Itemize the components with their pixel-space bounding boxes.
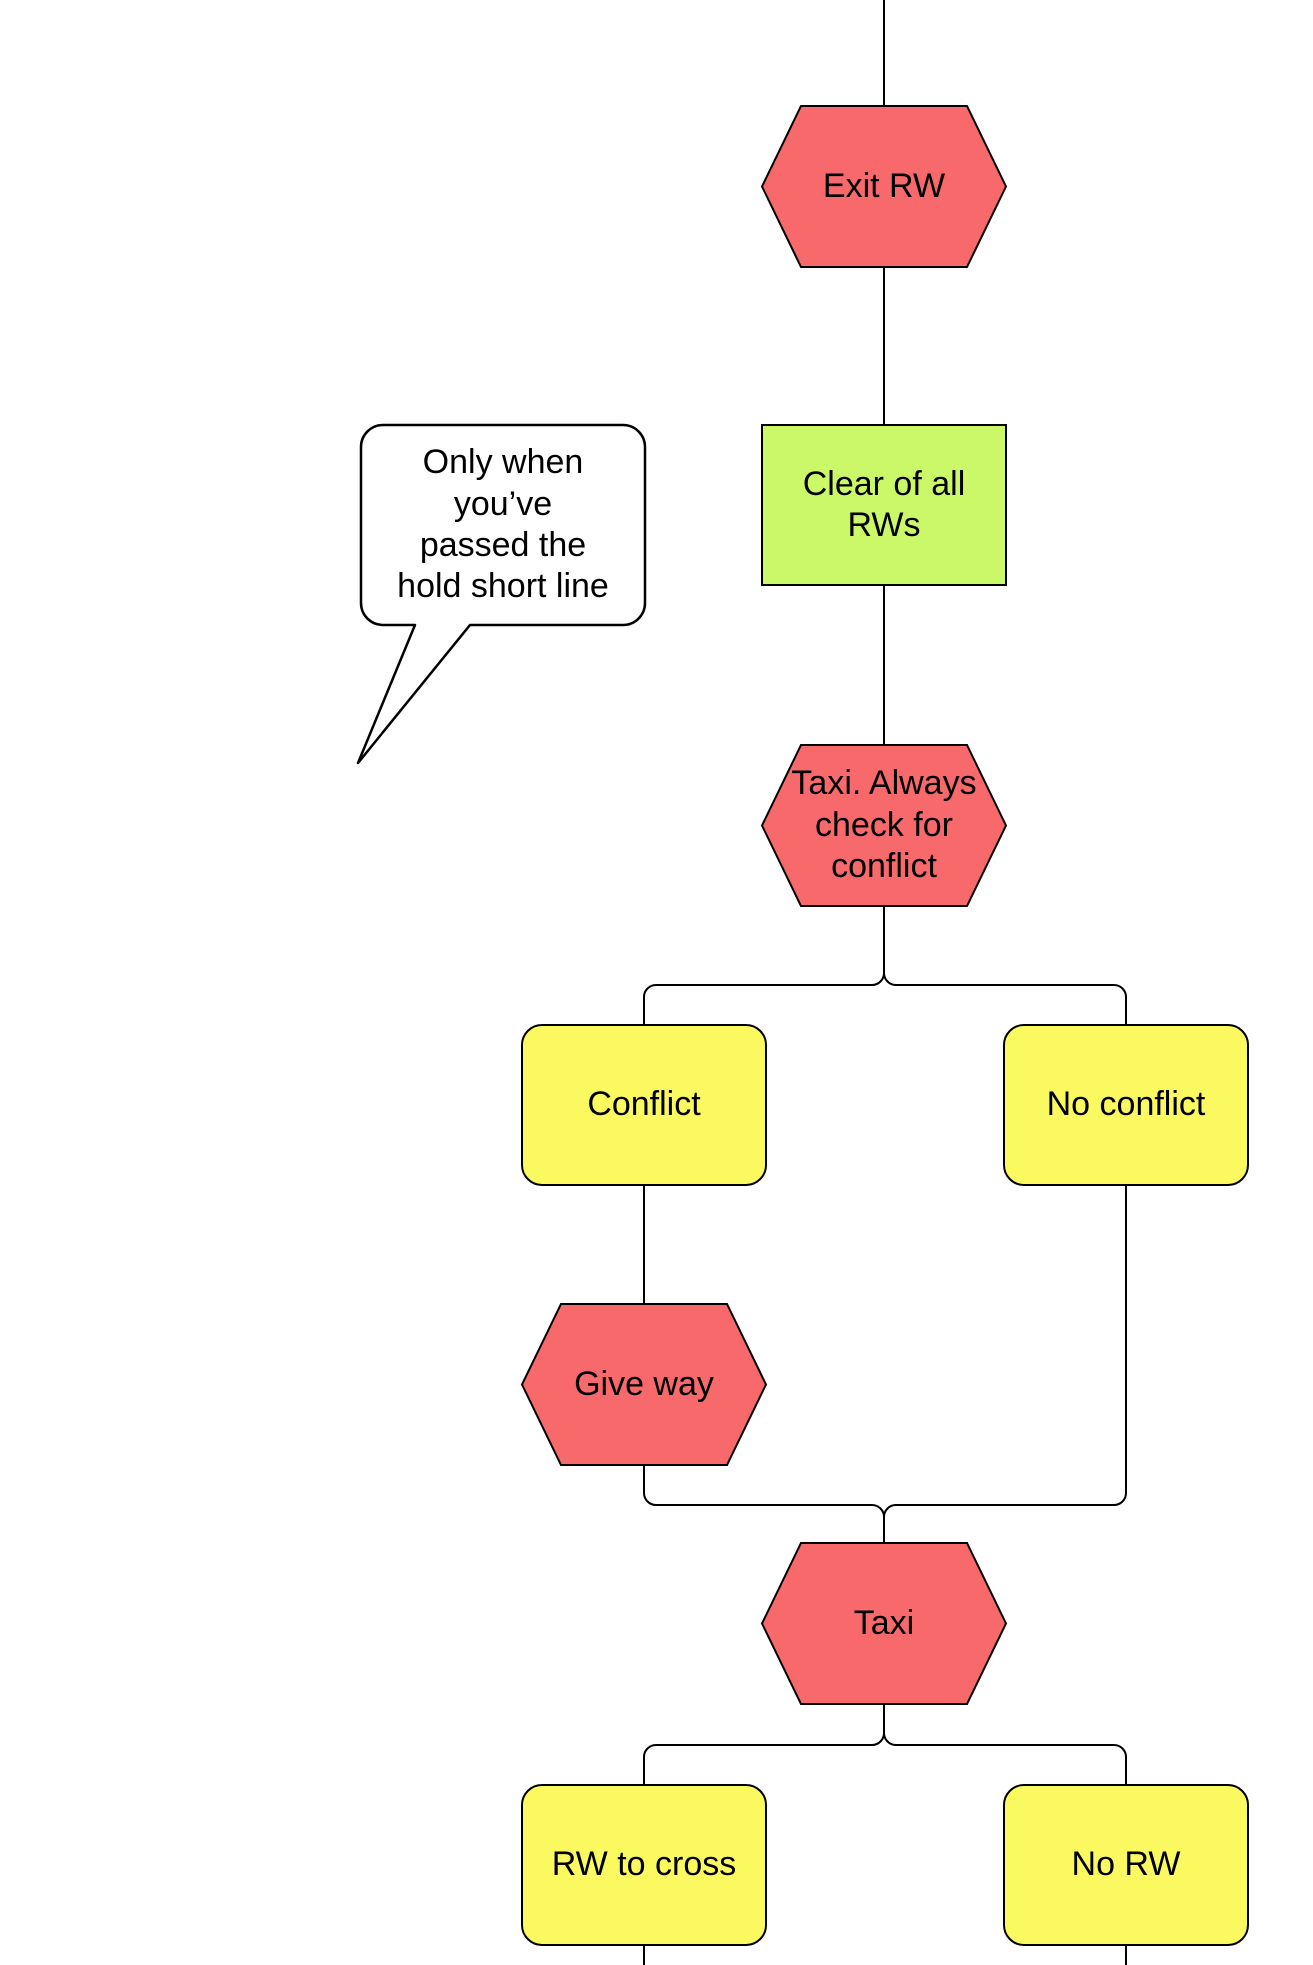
connector-taxi-check-to-conflict — [643, 906, 885, 1025]
node-taxi-check — [760, 744, 1008, 907]
callout-bubble — [356, 423, 647, 765]
node-conflict — [521, 1024, 767, 1186]
node-taxi — [760, 1542, 1008, 1705]
node-exit-rw — [760, 105, 1008, 268]
connector-taxi-check-to-no-conflict — [883, 906, 1127, 1025]
node-rw-to-cross — [521, 1784, 767, 1946]
node-clear-of-all-rws — [761, 424, 1007, 586]
node-no-rw — [1003, 1784, 1249, 1946]
node-give-way — [520, 1303, 768, 1466]
connector-taxi-to-no-rw — [883, 1704, 1127, 1785]
connector-taxi-to-rw-to-cross — [643, 1704, 885, 1785]
node-no-conflict — [1003, 1024, 1249, 1186]
connector-give-way-to-taxi — [643, 1465, 885, 1543]
connector-no-conflict-to-taxi — [883, 1185, 1127, 1543]
